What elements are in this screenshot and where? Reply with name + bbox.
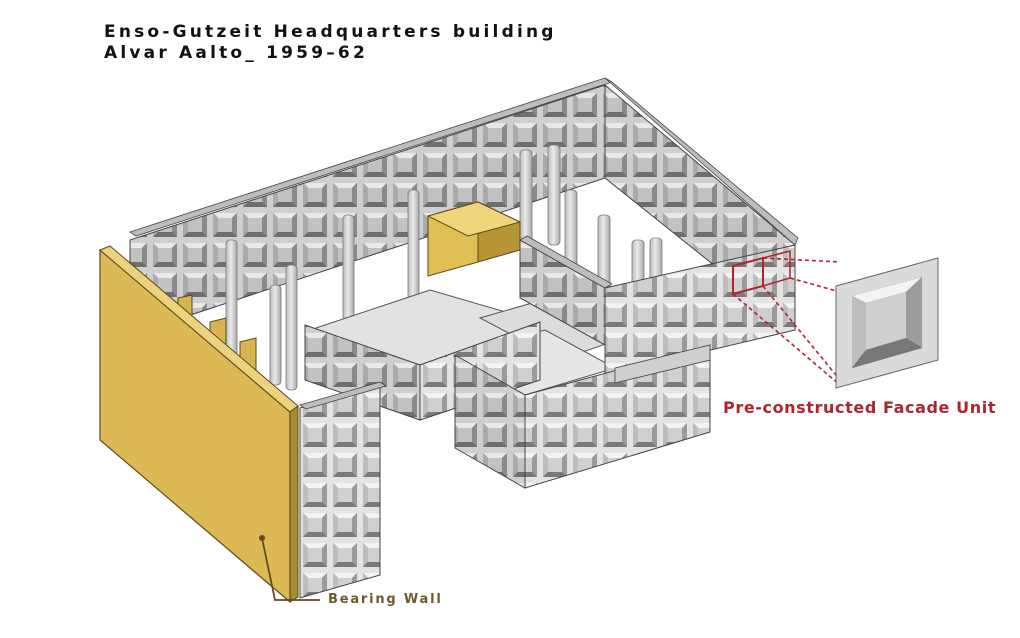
diagram-subtitle: Alvar Aalto_ 1959–62	[104, 43, 368, 63]
bearing-wall	[99, 245, 299, 604]
columns	[225, 144, 663, 391]
wall-leader-line	[259, 535, 320, 601]
elevator-core	[426, 201, 522, 277]
facade-unit-label: Pre-constructed Facade Unit	[723, 398, 997, 417]
bearing-wall-label: Bearing Wall	[328, 592, 443, 607]
facade-leader-lines	[732, 257, 841, 386]
front-bay	[454, 344, 711, 489]
diagram-title: Enso-Gutzeit Headquarters building	[104, 22, 557, 42]
left-low-block	[299, 324, 421, 599]
facade-unit-detail	[835, 257, 939, 389]
